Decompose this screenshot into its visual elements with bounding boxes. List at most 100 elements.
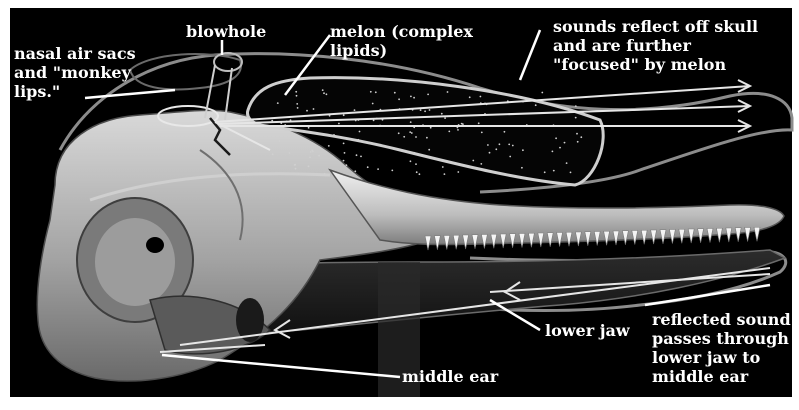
lipid-dot [410,160,412,162]
lipid-dot [354,109,356,111]
lipid-dot [272,153,274,155]
lipid-dot [326,93,328,95]
lipid-dot [429,109,431,111]
lipid-dot [522,149,524,151]
lipid-dot [333,134,335,136]
lipid-dot [391,170,393,172]
lipid-dot [415,163,417,165]
lipid-dot [457,171,459,173]
lipid-dot [521,167,523,169]
lipid-dot [398,98,400,100]
label-middle-ear: middle ear [402,367,498,386]
lipid-dot [448,131,450,133]
lipid-dot [310,151,312,153]
lipid-dot [411,132,413,134]
label-melon: melon (complex lipids) [330,22,473,60]
lipid-dot [279,140,281,142]
lipid-dot [358,139,360,141]
lipid-dot [413,97,415,99]
lipid-dot [298,173,300,175]
lipid-dot [555,137,557,139]
lipid-dot [535,104,537,106]
lipid-dot [313,108,315,110]
lipid-dot [398,132,400,134]
lipid-dot [552,151,554,153]
lipid-dot [354,170,356,172]
lipid-dot [559,147,561,149]
lipid-dot [309,157,311,159]
lipid-dot [296,103,298,105]
lipid-dot [444,117,446,119]
lipid-dot [295,168,297,170]
lipid-dot [480,96,482,98]
lipid-dot [414,152,416,154]
lipid-dot [428,149,430,151]
lipid-dot [322,89,324,91]
lipid-dot [447,91,449,93]
lipid-dot [580,136,582,138]
lipid-dot [338,123,340,125]
lipid-dot [289,152,291,154]
lipid-dot [430,127,432,129]
lipid-dot [373,120,375,122]
lipid-dot [295,91,297,93]
lipid-dot [575,105,577,107]
label-lower-jaw: lower jaw [545,321,630,340]
lipid-dot [576,133,578,135]
lipid-dot [328,145,330,147]
lipid-dot [441,113,443,115]
lipid-dot [277,102,279,104]
lipid-dot [487,144,489,146]
lipid-dot [441,160,443,162]
lipid-dot [495,148,497,150]
lipid-dot [426,137,428,139]
lipid-dot [318,155,320,157]
lipid-dot [575,117,577,119]
lipid-dot [323,92,325,94]
lipid-dot [509,156,511,158]
label-nasal-air-sacs: nasal air sacs and "monkey lips." [14,44,136,101]
lipid-dot [297,107,299,109]
lipid-dot [377,168,379,170]
label-reflected-sound: reflected sound passes through lower jaw… [652,310,791,386]
lipid-dot [415,136,417,138]
lipid-dot [489,152,491,154]
lipid-dot [403,136,405,138]
lipid-dot [344,152,346,154]
lipid-dot [442,166,444,168]
lipid-dot [308,127,310,129]
lipid-dot [427,94,429,96]
lipid-dot [416,171,418,173]
lipid-dot [544,171,546,173]
lipid-dot [410,121,412,123]
lipid-dot [553,170,555,172]
lipid-dot [504,131,506,133]
lipid-dot [570,172,572,174]
lipid-dot [512,145,514,147]
label-blowhole: blowhole [186,22,266,41]
lipid-dot [356,154,358,156]
lipid-dot [424,110,426,112]
lipid-dot [541,92,543,94]
lipid-dot [370,91,372,93]
lipid-dot [311,149,313,151]
lipid-dot [469,96,471,98]
lipid-dot [394,92,396,94]
lipid-dot [499,143,501,145]
lipid-dot [444,173,446,175]
lipid-dot [564,142,566,144]
lipid-dot [481,132,483,134]
lipid-dot [343,143,345,145]
lipid-dot [410,96,412,98]
label-sounds-reflect: sounds reflect off skull and are further… [553,17,758,74]
lipid-dot [372,103,374,105]
lipid-dot [360,156,362,158]
lipid-dot [539,102,541,104]
lipid-dot [461,123,463,125]
eye-socket-inner [95,218,175,306]
lipid-dot [420,109,422,111]
lipid-dot [472,160,474,162]
lipid-dot [375,91,377,93]
lipid-dot [296,95,298,97]
lipid-dot [324,173,326,175]
